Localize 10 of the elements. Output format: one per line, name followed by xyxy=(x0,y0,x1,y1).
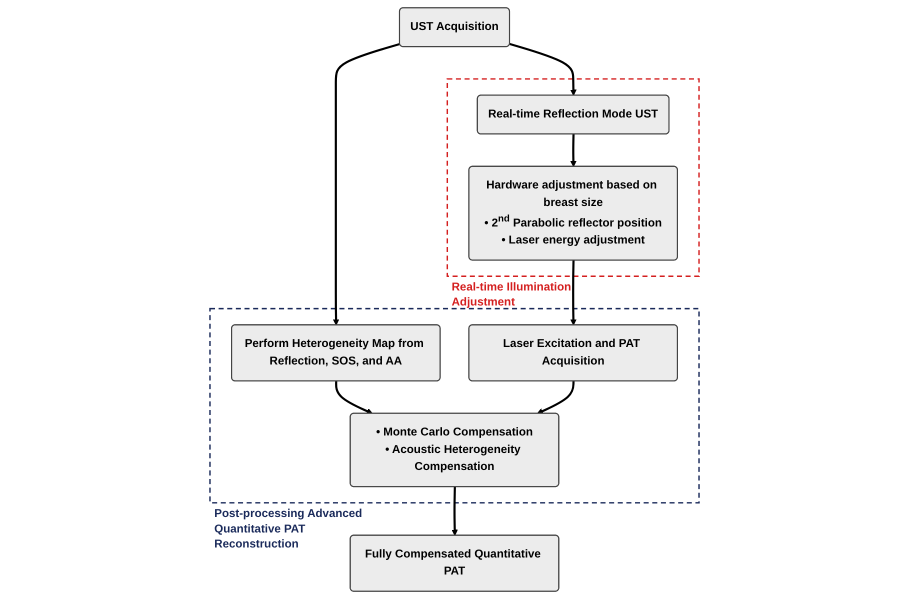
arrow xyxy=(570,260,577,326)
arrow xyxy=(536,381,575,414)
node-label: Real-time Illumination Adjustment xyxy=(452,281,572,308)
arrow xyxy=(335,381,373,414)
cluster xyxy=(209,308,700,504)
arrow xyxy=(452,486,458,536)
arrow xyxy=(332,42,400,326)
arrow xyxy=(570,134,577,167)
arrow xyxy=(510,42,577,96)
cluster xyxy=(446,78,700,277)
